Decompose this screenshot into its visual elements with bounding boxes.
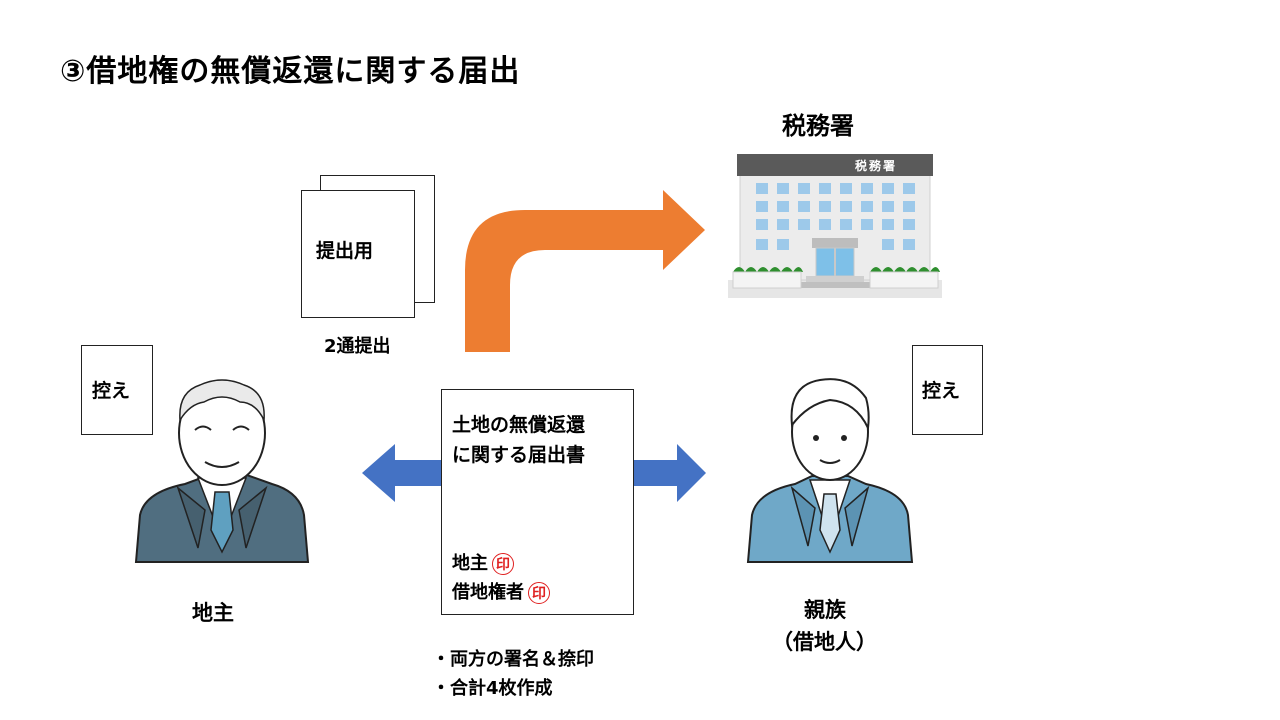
form-sign-landlord: 地主印 [452, 549, 514, 575]
relative-label-line1: 親族 [804, 598, 846, 622]
notification-form-sheet [441, 389, 634, 615]
form-title-line2: に関する届出書 [452, 444, 586, 466]
form-sign-lessee: 借地権者印 [452, 578, 550, 604]
form-sign-landlord-label: 地主 [452, 553, 488, 574]
landlord-figure-icon [134, 379, 310, 563]
relative-figure-icon [746, 378, 914, 563]
submission-sheet-front [301, 190, 415, 318]
form-sign-lessee-label: 借地権者 [452, 582, 524, 603]
tax-office-building-icon [728, 154, 942, 298]
tax-office-label: 税務署 [782, 112, 854, 140]
landlord-copy-label: 控え [92, 380, 131, 402]
submission-caption: 2通提出 [324, 336, 391, 357]
page-title: ③借地権の無償返還に関する届出 [60, 54, 521, 89]
relative-copy-label: 控え [922, 380, 961, 402]
submit-arrow [465, 190, 705, 352]
arrow-to-relative [633, 444, 706, 502]
note-item: ・合計4枚作成 [432, 678, 553, 699]
arrow-to-landlord [362, 444, 441, 502]
relative-copy-sheet [912, 345, 983, 435]
seal-stamp-icon: 印 [492, 553, 514, 575]
landlord-label: 地主 [192, 601, 234, 625]
landlord-copy-sheet [81, 345, 153, 435]
tax-office-sign: 税務署 [855, 159, 898, 173]
submission-sheet-label: 提出用 [316, 240, 374, 262]
relative-label-line2: （借地人） [772, 630, 877, 654]
seal-stamp-icon: 印 [528, 582, 550, 604]
form-title-line1: 土地の無償返還 [452, 414, 586, 436]
note-item: ・両方の署名＆捺印 [432, 649, 594, 670]
